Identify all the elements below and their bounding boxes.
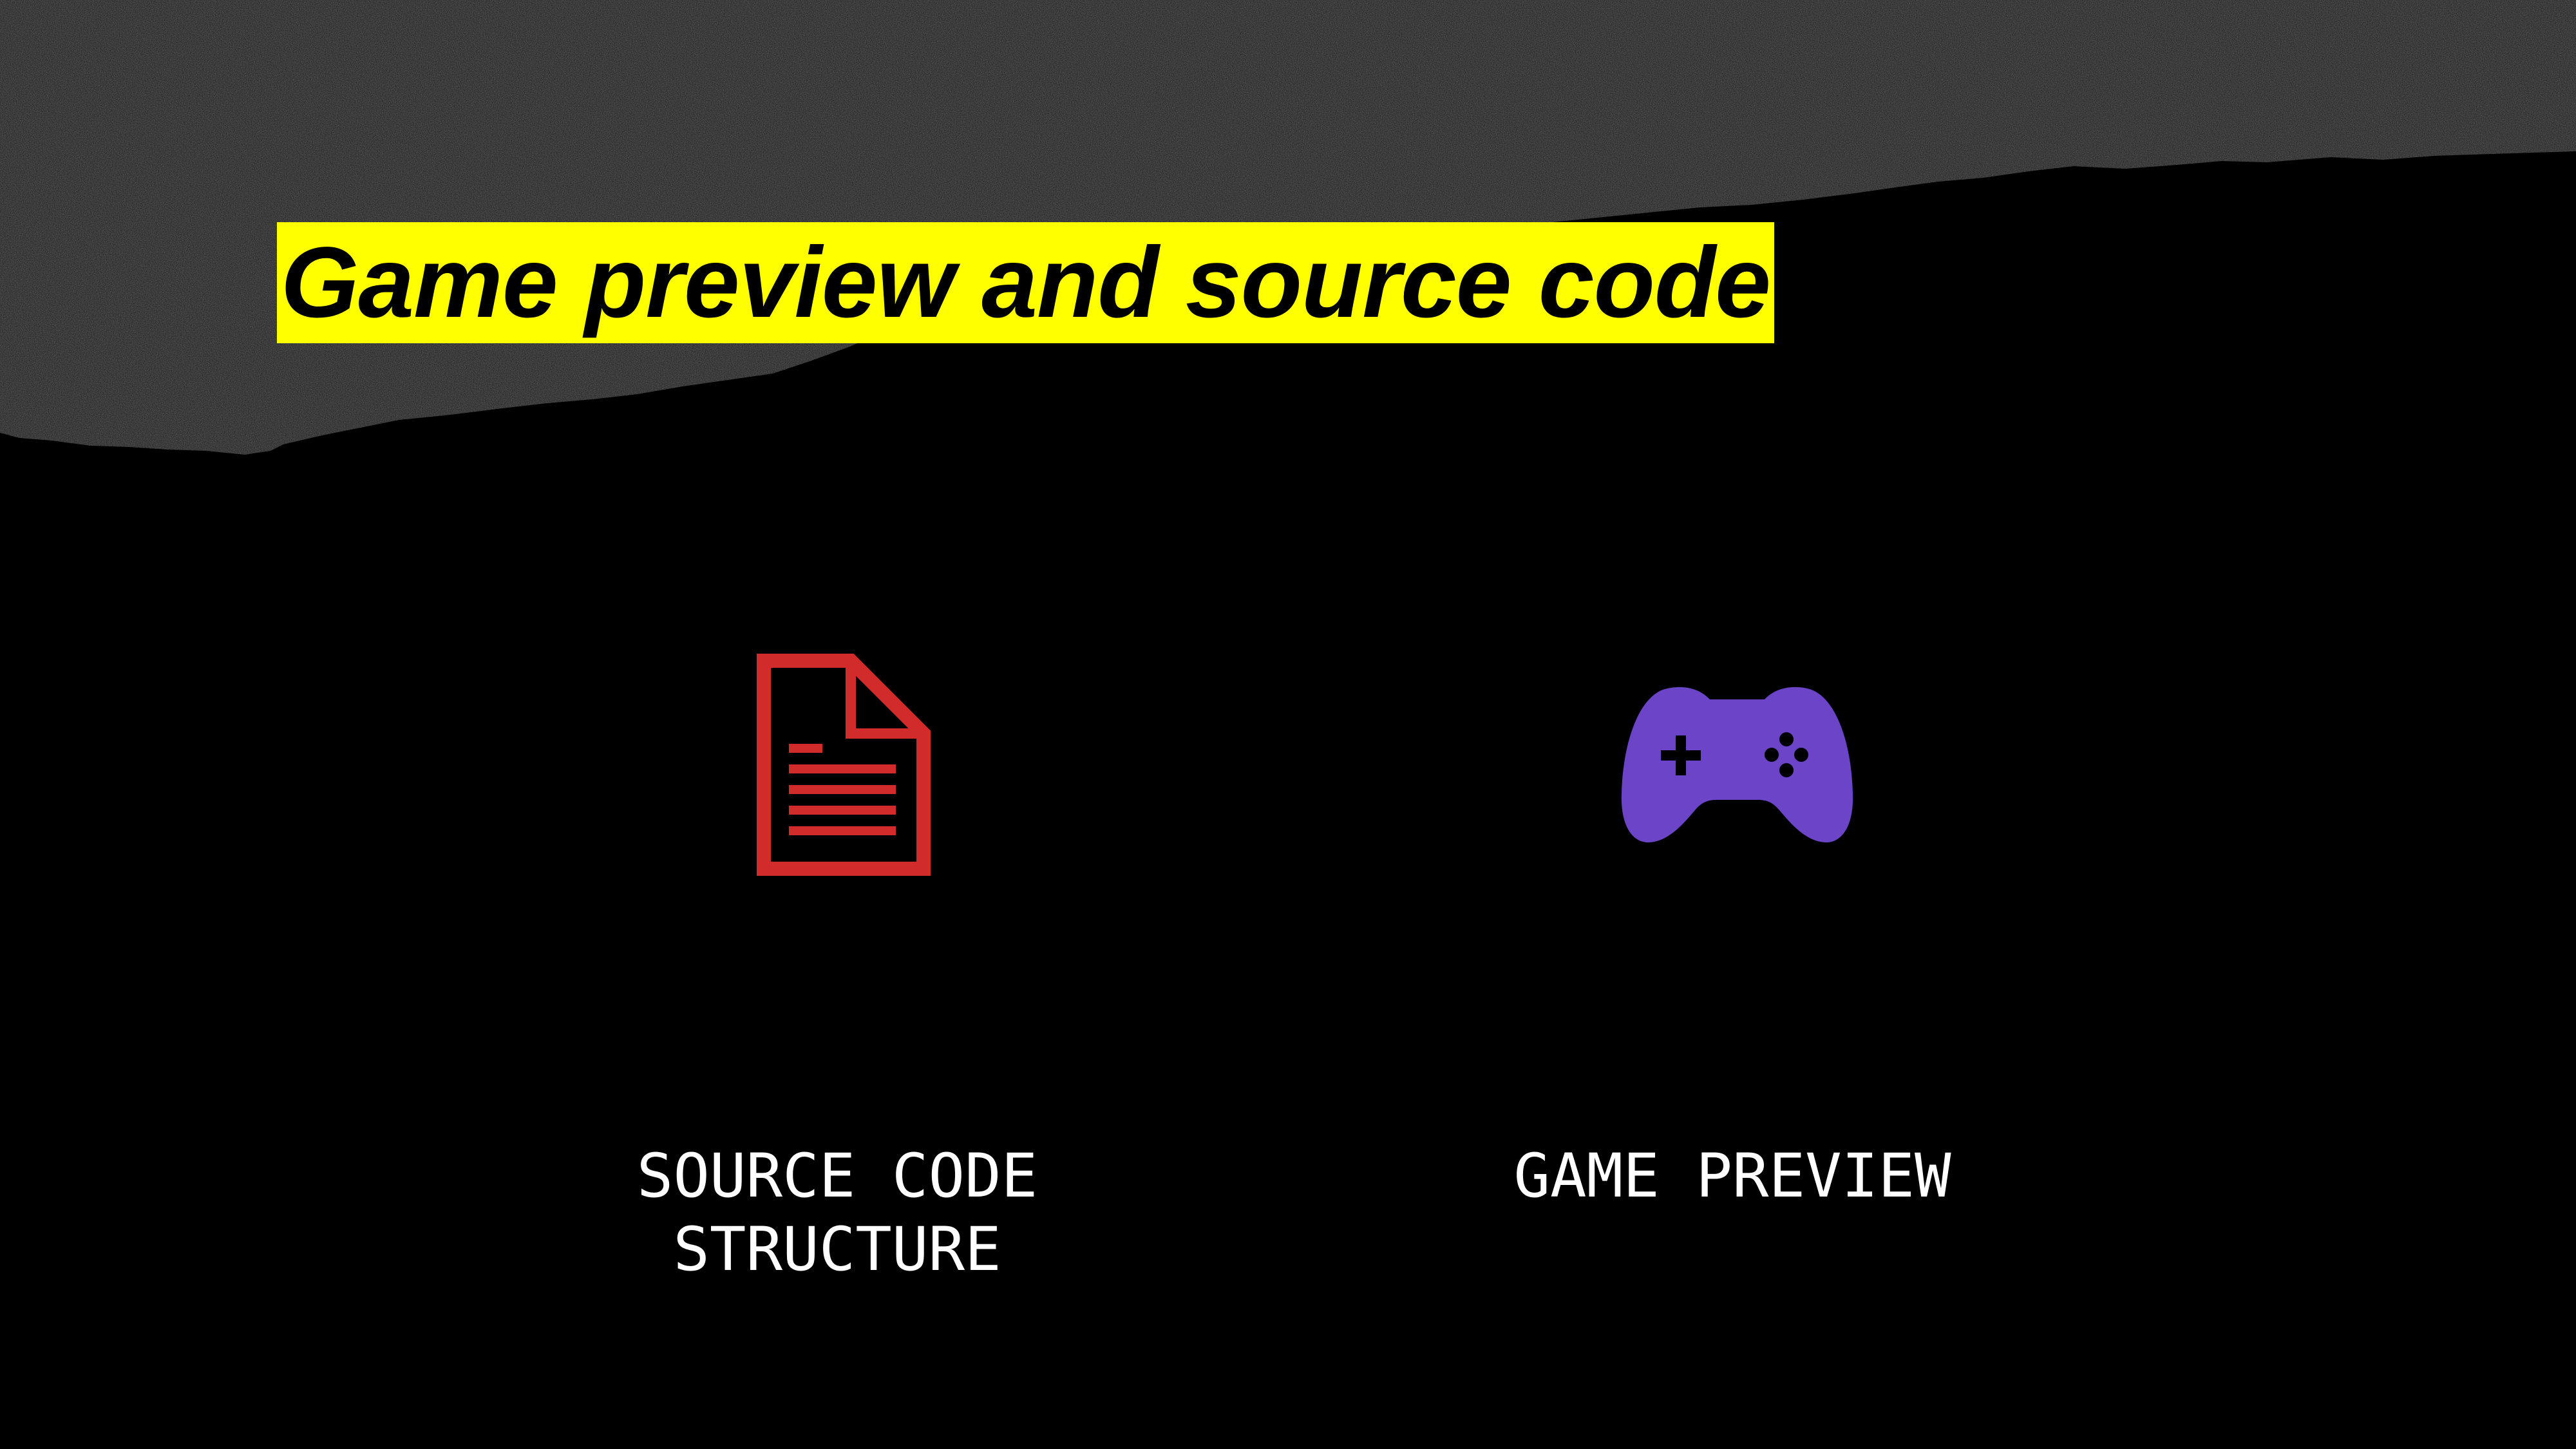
page-title: Game preview and source code xyxy=(281,227,1771,339)
gamepad-icon xyxy=(1621,687,1853,843)
document-icon xyxy=(757,654,931,876)
source-code-label-line-2: STRUCTURE xyxy=(673,1215,1001,1285)
source-code-label: SOURCE CODE STRUCTURE xyxy=(580,1140,1095,1287)
source-code-item[interactable]: SOURCE CODE STRUCTURE xyxy=(580,644,1095,1301)
game-preview-label: GAME PREVIEW xyxy=(1475,1140,1990,1213)
source-code-label-line-1: SOURCE CODE xyxy=(636,1141,1038,1211)
title-highlight: Game preview and source code xyxy=(277,222,1774,343)
game-preview-item[interactable]: GAME PREVIEW xyxy=(1475,644,1990,1301)
game-preview-label-line-1: GAME PREVIEW xyxy=(1513,1141,1951,1211)
